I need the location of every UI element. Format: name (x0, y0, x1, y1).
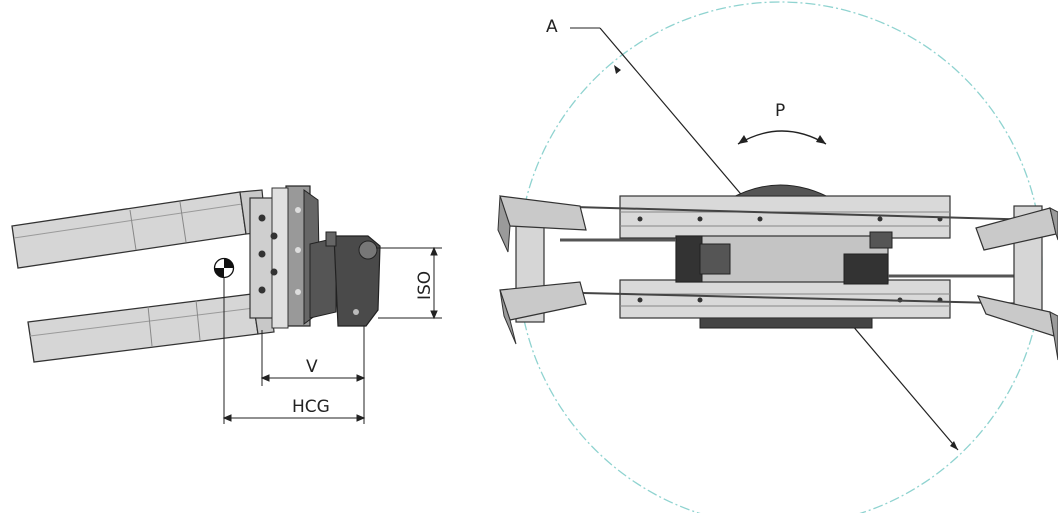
hcg-dimension-label: HCG (292, 397, 330, 417)
right-upper-pad (975, 207, 1058, 251)
side-view: V HCG ISO (11, 185, 442, 424)
lower-beam (619, 279, 951, 319)
center-of-gravity-icon (213, 257, 235, 279)
diameter-label: A (546, 17, 558, 37)
mounting-plate (309, 231, 381, 327)
lower-clamp-arm (27, 291, 275, 363)
v-dimension-label: V (306, 357, 318, 377)
dimension-lines (222, 246, 442, 424)
rotator-body (249, 185, 321, 329)
rotation-label: P (775, 101, 785, 121)
upper-clamp-arm (11, 189, 267, 269)
top-view: A P (497, 1, 1058, 513)
left-lower-pad (499, 281, 587, 345)
rotation-arrow-icon (737, 130, 827, 145)
iso-dimension-label: ISO (415, 271, 435, 300)
left-upper-pad (497, 195, 587, 253)
right-lower-pad (976, 295, 1058, 361)
guide-rods (539, 205, 1041, 305)
hydraulic-cylinder (560, 231, 1030, 285)
